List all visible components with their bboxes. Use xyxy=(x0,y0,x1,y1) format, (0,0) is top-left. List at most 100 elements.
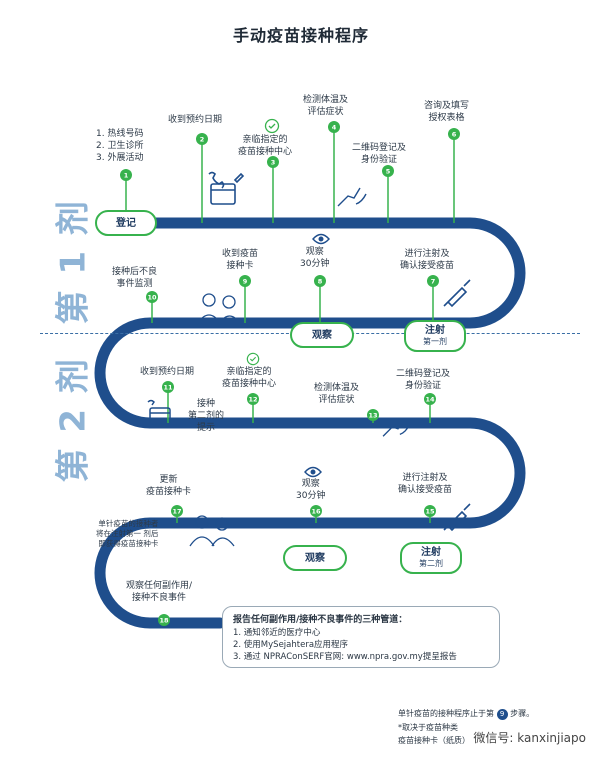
step-18-node xyxy=(158,614,170,626)
dose-2-label: 第 2 剂 xyxy=(53,357,94,483)
step-6-label: 咨询及填写授权表格 xyxy=(424,100,469,124)
step-16-node xyxy=(310,505,322,517)
step-14-label: 二维码登记及身份验证 xyxy=(396,368,450,392)
footer-step-badge: 9 xyxy=(496,709,508,720)
step-9-label: 收到疫苗接种卡 xyxy=(222,248,258,272)
step-15-number: 15 xyxy=(425,508,435,516)
eye-icon xyxy=(312,233,330,245)
observe-pill-dose1: 观察 xyxy=(290,322,354,348)
report-channel-item: 1. 通知邻近的医疗中心 xyxy=(233,628,321,638)
step-15-node xyxy=(424,505,436,517)
step-label-line: 2. 卫生诊所 xyxy=(96,141,144,151)
phone-calendar-icon xyxy=(147,399,171,425)
step-1-node xyxy=(120,169,132,181)
report-channels-heading: 报告任何副作用/接种不良事件的三种管道： xyxy=(233,615,408,625)
step-7-number: 7 xyxy=(431,278,436,286)
check-icon xyxy=(264,118,280,134)
step-label-line: 确认接受疫苗 xyxy=(398,485,453,495)
step-17-number: 17 xyxy=(172,508,181,516)
step-label-line: 收到预约日期 xyxy=(168,115,223,125)
second-dose-reminder: 接种 第二剂的 提示 xyxy=(188,398,224,434)
step-label-line: 检测体温及 xyxy=(314,383,360,393)
eye-icon xyxy=(304,466,322,478)
step-label-line: 收到预约日期 xyxy=(140,367,195,377)
inject-pill-dose1: 注射第一剂 xyxy=(404,320,466,352)
footer-text: 步骤。 xyxy=(510,709,535,718)
step-14-node xyxy=(424,393,436,405)
step-10-label: 接种后不良事件监测 xyxy=(112,266,157,290)
step-5-label: 二维码登记及身份验证 xyxy=(352,142,406,166)
step-label-line: 身份验证 xyxy=(361,155,398,165)
dose-1-label: 第 1 剂 xyxy=(53,199,94,325)
syringe-icon xyxy=(443,279,471,308)
step-label-line: 更新 xyxy=(159,475,178,485)
step-18-number: 18 xyxy=(159,617,169,625)
step-label-line: 事件监测 xyxy=(116,279,153,289)
step-6-number: 6 xyxy=(452,131,457,139)
note-line: 将在注射第一 剂后 xyxy=(96,529,159,538)
step-13-label: 检测体温及评估症状 xyxy=(314,382,359,406)
footer-text: 单针疫苗的接种程序止于第 xyxy=(398,709,494,718)
step-label-line: 授权表格 xyxy=(428,113,465,123)
observe-pill-label: 观察 xyxy=(312,329,332,341)
step-label-line: 接种后不良 xyxy=(112,267,158,277)
step-4-label: 检测体温及评估症状 xyxy=(303,94,348,118)
step-label-line: 二维码登记及 xyxy=(352,143,407,153)
step-4-node xyxy=(328,121,340,133)
step-label-line: 观察任何副作用/ xyxy=(126,581,193,591)
step-7-label: 进行注射及确认接受疫苗 xyxy=(400,248,454,272)
step-label-line: 疫苗接种卡 xyxy=(146,487,192,497)
step-8-label: 观察 30分钟 xyxy=(300,246,329,270)
report-channel-item: 2. 使用MySejahtera应用程序 xyxy=(233,640,349,650)
register-pill: 登记 xyxy=(95,210,157,236)
step-10-number: 10 xyxy=(147,294,157,302)
footer-footnote: 疫苗接种卡（纸质） xyxy=(398,736,470,745)
observe-pill-label: 观察 xyxy=(305,552,325,564)
step-7-node xyxy=(427,275,439,287)
page-title: 手动疫苗接种程序 xyxy=(232,26,369,45)
inject-pill-dose2: 注射第二剂 xyxy=(400,542,462,574)
watermark: 微信号: kanxinjiapo xyxy=(469,728,590,747)
step-9-number: 9 xyxy=(243,278,248,286)
step-label-line: 确认接受疫苗 xyxy=(400,261,455,271)
step-label-line: 咨询及填写 xyxy=(424,101,470,111)
step-2-label: 收到预约日期 xyxy=(168,114,222,126)
step-12-number: 12 xyxy=(248,396,257,404)
step-label-line: 评估症状 xyxy=(307,107,344,117)
step-13-number: 13 xyxy=(368,412,377,420)
people-icon xyxy=(196,293,242,325)
step-label-line: 检测体温及 xyxy=(303,95,349,105)
inject-pill-sub: 第二剂 xyxy=(419,559,443,568)
step-10-node xyxy=(146,291,158,303)
syringe-icon xyxy=(443,503,471,532)
step-17-label: 更新疫苗接种卡 xyxy=(146,474,191,498)
step-3-node xyxy=(267,156,279,168)
report-channel-item: 3. 通过 NPRAConSERF官网: www.npra.gov.my提呈报告 xyxy=(233,652,457,662)
reminder-line: 第二剂的 xyxy=(188,411,225,421)
step-14-number: 14 xyxy=(425,396,435,404)
observe-pill-dose2: 观察 xyxy=(283,545,347,571)
reminder-line: 接种 xyxy=(197,399,216,409)
step-label-line: 亲临指定的 xyxy=(242,135,288,145)
step-label-line: 进行注射及 xyxy=(402,473,448,483)
step-3-label: 亲临指定的疫苗接种中心 xyxy=(238,134,292,158)
step-2-number: 2 xyxy=(200,136,205,144)
step-6-node xyxy=(448,128,460,140)
step-5-node xyxy=(382,165,394,177)
step-label-line: 评估症状 xyxy=(318,395,355,405)
step-4-number: 4 xyxy=(332,124,337,132)
step-label-line: 观察 xyxy=(305,247,324,257)
step-3-number: 3 xyxy=(271,159,276,167)
note-line: 即获得疫苗接种卡 xyxy=(98,539,159,548)
step-label-line: 接种卡 xyxy=(226,261,254,271)
step-16-number: 16 xyxy=(311,508,321,516)
people-icon xyxy=(189,515,235,547)
thermometer-hand-icon xyxy=(382,419,410,437)
step-label-line: 收到疫苗 xyxy=(222,249,259,259)
step-label-line: 30分钟 xyxy=(300,259,330,269)
track-path xyxy=(94,217,526,629)
step-18-label: 观察任何副作用/接种不良事件 xyxy=(126,580,192,604)
inject-pill-label: 注射 xyxy=(421,547,441,558)
thermometer-hand-icon xyxy=(337,187,367,207)
step-15-label: 进行注射及确认接受疫苗 xyxy=(398,472,452,496)
